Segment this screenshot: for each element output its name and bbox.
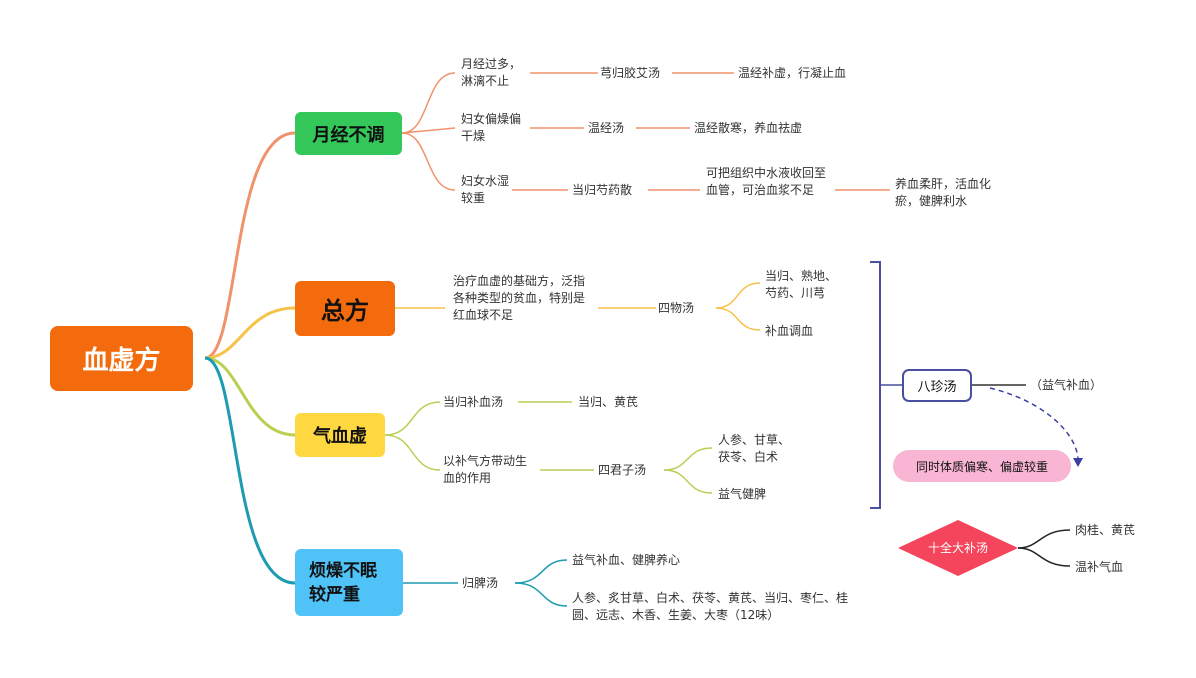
branch-qi[interactable]: 气血虚	[295, 413, 385, 457]
menstrual-formula-1: 芎归胶艾汤	[600, 66, 661, 80]
menstrual-cause-2: 妇女偏燥偏干燥	[461, 112, 522, 143]
general-herbs: 当归、熟地、芍药、川芎	[765, 269, 838, 300]
bracket	[870, 261, 881, 509]
menstrual-formula-3: 当归芍药散	[572, 183, 633, 197]
general-description: 治疗血虚的基础方，泛指各种类型的贫血，特别是红血球不足	[453, 274, 586, 322]
dashed-arrow	[989, 387, 1079, 459]
menstrual-effect-1: 温经补虚，行凝止血	[738, 66, 847, 80]
root-node[interactable]: 血虚方	[50, 326, 193, 391]
general-effect: 补血调血	[765, 324, 814, 338]
qi-formula-2: 四君子汤	[598, 463, 647, 477]
qi-herbs-2: 人参、甘草、茯苓、白术	[718, 433, 791, 464]
qi-herbs-1: 当归、黄芪	[578, 395, 639, 409]
connector-root-qi	[204, 356, 296, 437]
general-formula: 四物汤	[658, 301, 695, 315]
bazhen-callout[interactable]: 同时体质偏寒、偏虚较重	[893, 450, 1071, 482]
bazhen-note: （益气补血）	[1030, 378, 1103, 392]
diamond-shape	[898, 520, 1018, 576]
branch-menstrual[interactable]: 月经不调	[295, 112, 402, 155]
connector-root-menstrual	[204, 131, 296, 360]
insomnia-herbs: 人参、炙甘草、白术、茯苓、黄芪、当归、枣仁、桂圆、远志、木香、生姜、大枣（12味…	[572, 591, 849, 622]
menstrual-effect-2: 温经散寒，养血祛虚	[694, 121, 803, 135]
insomnia-formula: 归脾汤	[462, 576, 499, 590]
insomnia-effect: 益气补血、健脾养心	[572, 553, 681, 567]
qi-effect-2: 益气健脾	[718, 487, 767, 501]
menstrual-cause-1: 月经过多，淋漓不止	[461, 57, 522, 88]
qi-method-2: 以补气方带动生血的作用	[443, 454, 528, 485]
shiquan-effect: 温补气血	[1075, 560, 1124, 574]
branch-general[interactable]: 总方	[295, 281, 395, 336]
shiquan-herbs: 肉桂、黄芪	[1075, 523, 1136, 537]
menstrual-cause-3: 妇女水湿较重	[461, 174, 510, 205]
connector-root-insomnia	[204, 356, 296, 585]
qi-formula-1: 当归补血汤	[443, 395, 504, 409]
menstrual-mechanism-3: 可把组织中水液收回至血管，可治血浆不足	[706, 166, 827, 197]
menstrual-effect-3: 养血柔肝，活血化瘀，健脾利水	[895, 177, 992, 208]
shiquan-label[interactable]: 十全大补汤	[927, 541, 988, 555]
branch-insomnia[interactable]: 烦燥不眠较严重	[295, 549, 403, 616]
connector-root-general	[204, 306, 296, 360]
menstrual-formula-2: 温经汤	[588, 121, 625, 135]
bazhen-node[interactable]: 八珍汤	[902, 369, 972, 402]
